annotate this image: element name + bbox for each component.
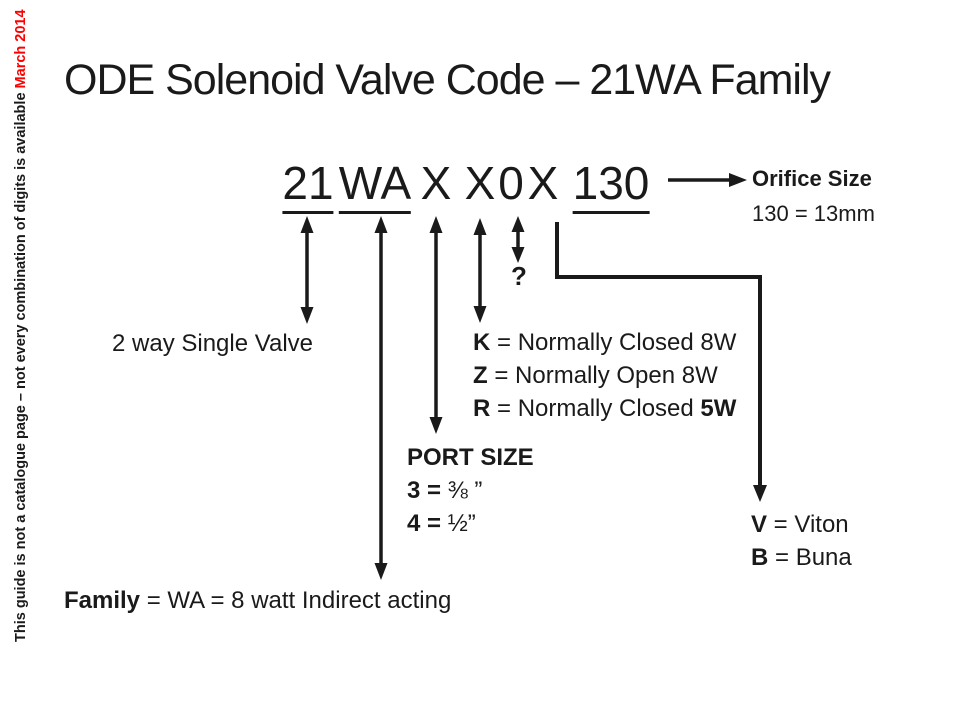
seal-option-v-key: V	[751, 511, 768, 538]
port-size-option-3-key: 3 =	[407, 477, 448, 504]
port-size-option-4-value: ½”	[447, 510, 476, 537]
orifice-size-title: Orifice Size	[752, 166, 872, 191]
seal-option-v: V = Viton	[751, 508, 852, 541]
arrow-130-to-orifice	[668, 173, 747, 187]
seal-option-v-rest: = Viton	[767, 511, 849, 538]
arrow-0-to-question	[511, 216, 525, 263]
code-token-130: 130	[572, 160, 650, 214]
coil-option-r: R = Normally Closed 5W	[473, 392, 736, 425]
coil-option-z-desc: = Normally Open 8W	[487, 362, 718, 389]
orifice-size-label: Orifice Size 130 = 13mm	[752, 161, 875, 231]
seal-option-b-key: B	[751, 544, 769, 571]
side-note-text: This guide is not a catalogue page – not…	[13, 88, 29, 642]
page-title: ODE Solenoid Valve Code – 21WA Family	[64, 56, 831, 104]
coil-option-k-desc: = Normally Closed 8W	[490, 329, 737, 356]
coil-option-z-key: Z	[473, 362, 488, 389]
code-token-x3: X	[527, 157, 559, 209]
coil-option-r-key: R	[473, 395, 491, 422]
coil-option-k: K = Normally Closed 8W	[473, 326, 736, 359]
arrow-21-to-valve-type	[300, 216, 314, 324]
family-label-rest: = WA = 8 watt Indirect acting	[140, 587, 452, 614]
port-size-option-3-value: ⅜ ”	[447, 477, 483, 504]
coil-option-z: Z = Normally Open 8W	[473, 359, 736, 392]
family-label-bold: Family	[64, 587, 141, 614]
seal-material: V = Viton B = Buna	[751, 508, 852, 574]
arrow-x-to-coil-options	[473, 218, 487, 323]
valve-type-label: 2 way Single Valve	[112, 330, 313, 357]
family-label: Family = WA = 8 watt Indirect acting	[64, 584, 451, 617]
code-token-21: 21	[282, 160, 334, 214]
arrow-wa-to-family	[374, 216, 388, 580]
port-size-title: PORT SIZE	[407, 444, 534, 471]
coil-options: K = Normally Closed 8W Z = Normally Open…	[473, 326, 736, 425]
code-token-x2: X	[464, 157, 496, 209]
coil-option-r-bold-end: 5W	[700, 395, 737, 422]
port-size-option-4-key: 4 =	[407, 510, 448, 537]
unknown-digit-label: ?	[511, 261, 527, 291]
coil-option-r-desc: = Normally Closed	[490, 395, 701, 422]
port-size: PORT SIZE 3 = ⅜ ” 4 = ½”	[407, 441, 534, 540]
orifice-size-value: 130 = 13mm	[752, 201, 875, 226]
seal-option-b: B = Buna	[751, 541, 852, 574]
seal-option-b-rest: = Buna	[768, 544, 852, 571]
side-note-date: March 2014	[13, 9, 29, 89]
coil-option-k-key: K	[473, 329, 491, 356]
side-note: This guide is not a catalogue page – not…	[13, 9, 29, 642]
code-token-x1: X	[420, 157, 452, 209]
arrow-x-to-port-size	[429, 216, 443, 434]
port-size-option-3: 3 = ⅜ ”	[407, 474, 534, 507]
code-token-0: 0	[498, 157, 524, 209]
port-size-option-4: 4 = ½”	[407, 507, 534, 540]
code-token-wa: WA	[338, 160, 412, 214]
